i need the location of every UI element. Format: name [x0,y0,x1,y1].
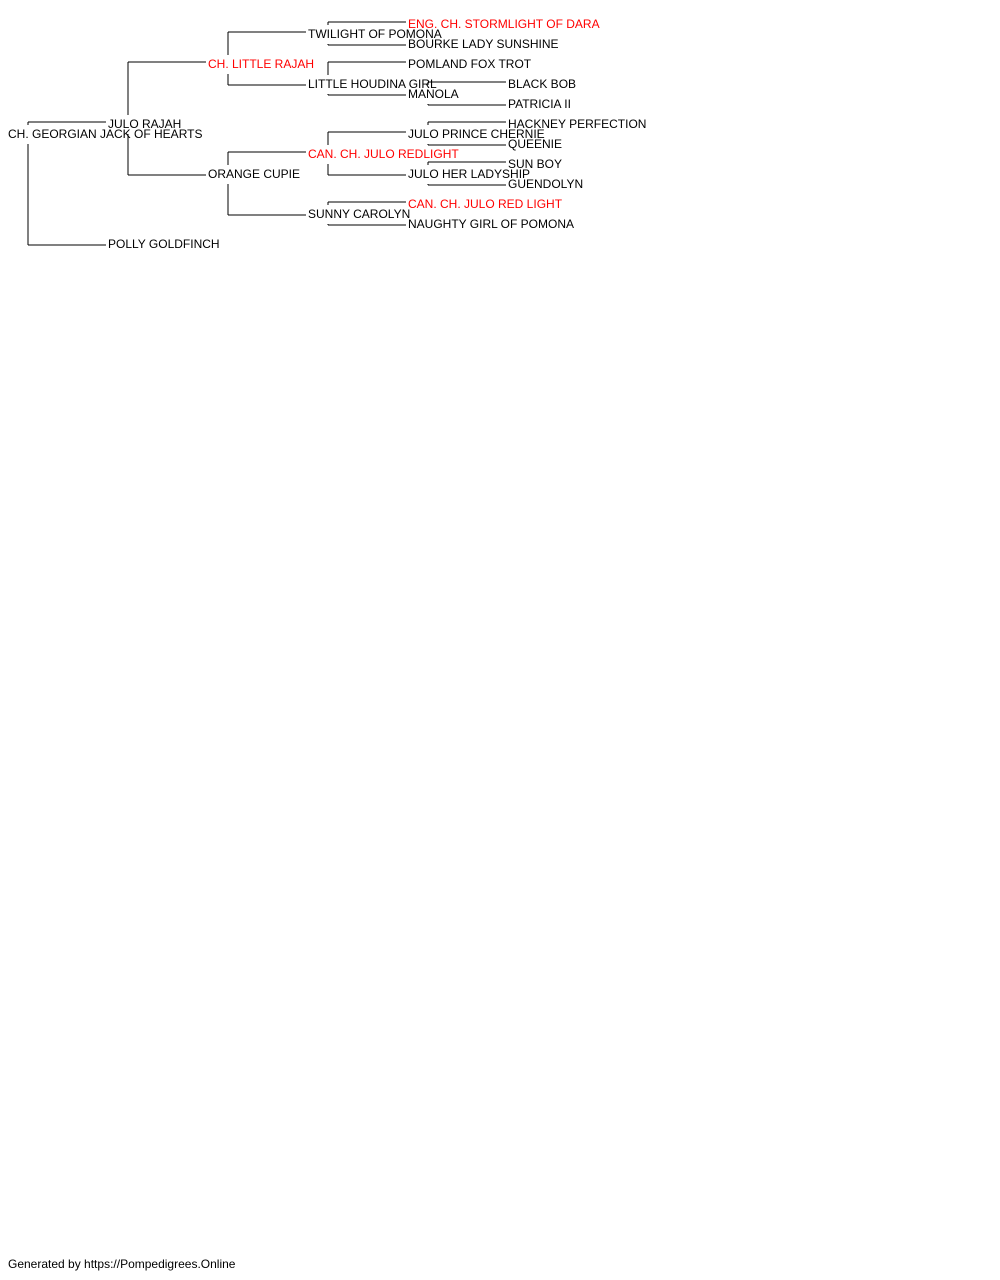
pedigree-name: BLACK BOB [508,77,577,91]
pedigree-name: POLLY GOLDFINCH [108,237,220,251]
pedigree-name: SUNNY CAROLYN [308,207,411,221]
footer-credit: Generated by https://Pompedigrees.Online [8,1257,236,1271]
pedigree-name: SUN BOY [508,157,563,171]
pedigree-name: PATRICIA II [508,97,571,111]
pedigree-name: JULO RAJAH [108,117,182,131]
pedigree-name: JULO PRINCE CHERNIE [408,127,545,141]
pedigree-name: ORANGE CUPIE [208,167,301,181]
pedigree-name: TWILIGHT OF POMONA [308,27,442,41]
pedigree-name: GUENDOLYN [508,177,584,191]
pedigree-name: CAN. CH. JULO RED LIGHT [408,197,563,211]
pedigree-name: QUEENIE [508,137,563,151]
pedigree-name: JULO HER LADYSHIP [408,167,531,181]
pedigree-name: ENG. CH. STORMLIGHT OF DARA [408,17,600,31]
pedigree-name: LITTLE HOUDINA GIRL [308,77,437,91]
pedigree-name: CH. GEORGIAN JACK OF HEARTS [8,127,203,141]
pedigree-name: HACKNEY PERFECTION [508,117,647,131]
pedigree-name: CAN. CH. JULO REDLIGHT [308,147,459,161]
pedigree-name: MANOLA [408,87,459,101]
pedigree-name: NAUGHTY GIRL OF POMONA [408,217,575,231]
pedigree-name: BOURKE LADY SUNSHINE [408,37,559,51]
pedigree-name: CH. LITTLE RAJAH [208,57,315,71]
pedigree-name: POMLAND FOX TROT [408,57,532,71]
